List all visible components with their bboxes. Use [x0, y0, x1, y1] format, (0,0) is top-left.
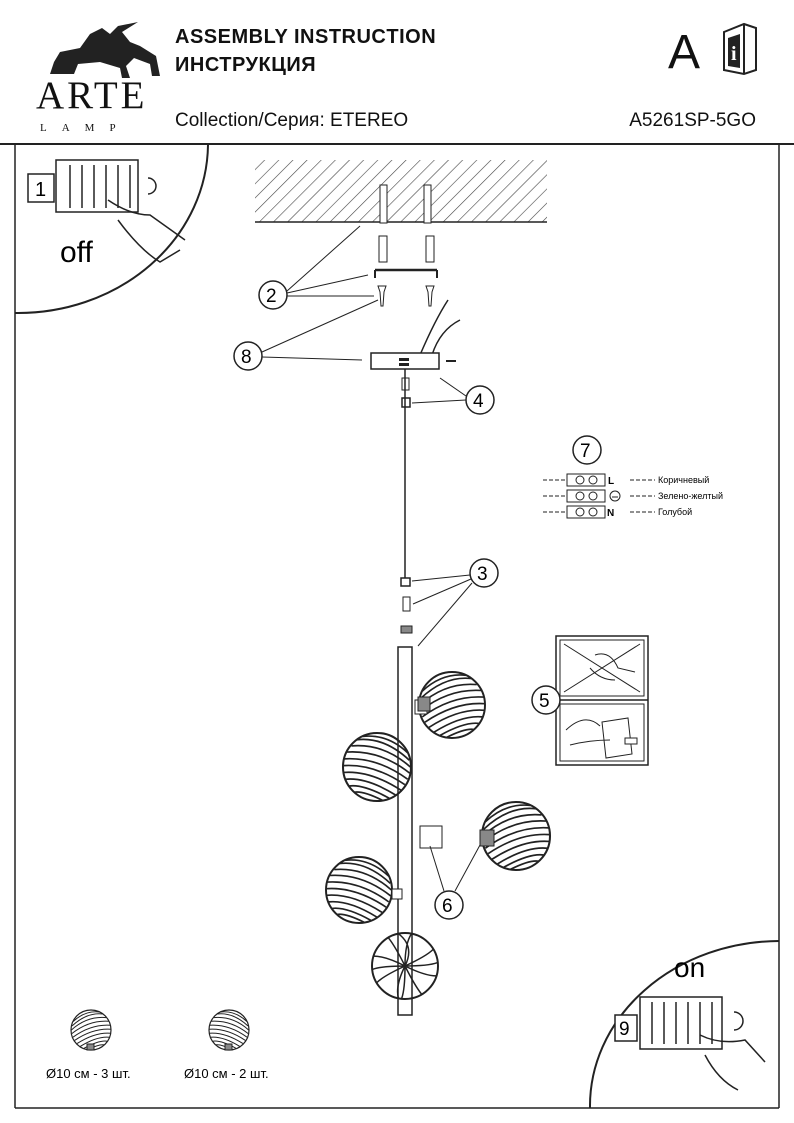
shade-reference-b: Ø10 см - 2 шт. [184, 1009, 269, 1081]
wire-blue-label: Голубой [658, 507, 692, 517]
title-russian: ИНСТРУКЦИЯ [175, 54, 317, 76]
title-english: ASSEMBLY INSTRUCTION [175, 26, 437, 48]
canopy [370, 299, 461, 578]
hand-icon [107, 199, 186, 263]
griffin-logo-icon [50, 22, 160, 78]
wiring-diagram: 7 L N Коричневый Зелено-желтый Голубой [543, 435, 723, 519]
wire-green-yellow-label: Зелено-желтый [658, 491, 723, 501]
collection-label: Collection/Серия: ETEREO [175, 110, 409, 131]
switch-on-text: on [674, 952, 705, 983]
lamp-body-rod [397, 646, 413, 1016]
power-off-panel: 1 off [14, 144, 209, 315]
gloved-hand-icon [565, 719, 611, 746]
switch-off-text: off [60, 236, 93, 269]
hand-icon [699, 1034, 766, 1091]
brand-subtitle: LAMP [40, 122, 131, 134]
bulb-handling-panel: 5 [531, 635, 649, 766]
glass-shade [325, 856, 393, 924]
step-2-label: 2 [266, 286, 277, 307]
wire-brown-label: Коричневый [658, 475, 709, 485]
info-letter: i [731, 43, 737, 65]
model-number: A5261SP-5GO [629, 110, 756, 131]
step-1-label: 1 [35, 179, 46, 201]
shade-reference-a: Ø10 см - 3 шт. [46, 1009, 131, 1081]
step-8-label: 8 [241, 347, 252, 368]
mounting-bracket [374, 235, 438, 307]
ground-icon [609, 490, 621, 502]
step-3-label: 3 [477, 564, 488, 585]
wire-n-label: N [607, 508, 614, 519]
step-5-label: 5 [539, 691, 550, 712]
glass-shade [341, 731, 413, 803]
step-9-label: 9 [619, 1019, 630, 1040]
language-letter: A [668, 26, 701, 79]
ceiling-hatch [255, 160, 547, 222]
step-7-label: 7 [580, 441, 591, 462]
shade-b-label: Ø10 см - 2 шт. [184, 1066, 269, 1081]
info-book-icon: i [723, 22, 757, 76]
header: ARTE LAMP ASSEMBLY INSTRUCTION ИНСТРУКЦИ… [0, 0, 794, 143]
wire-l-label: L [608, 476, 614, 487]
shade-a-label: Ø10 см - 3 шт. [46, 1066, 131, 1081]
bare-hand-icon [589, 653, 636, 681]
header-divider [0, 143, 794, 145]
step-6-label: 6 [442, 896, 453, 917]
power-on-panel: on 9 [588, 940, 780, 1109]
step-4-label: 4 [473, 391, 484, 412]
brand-name: ARTE [36, 74, 148, 117]
